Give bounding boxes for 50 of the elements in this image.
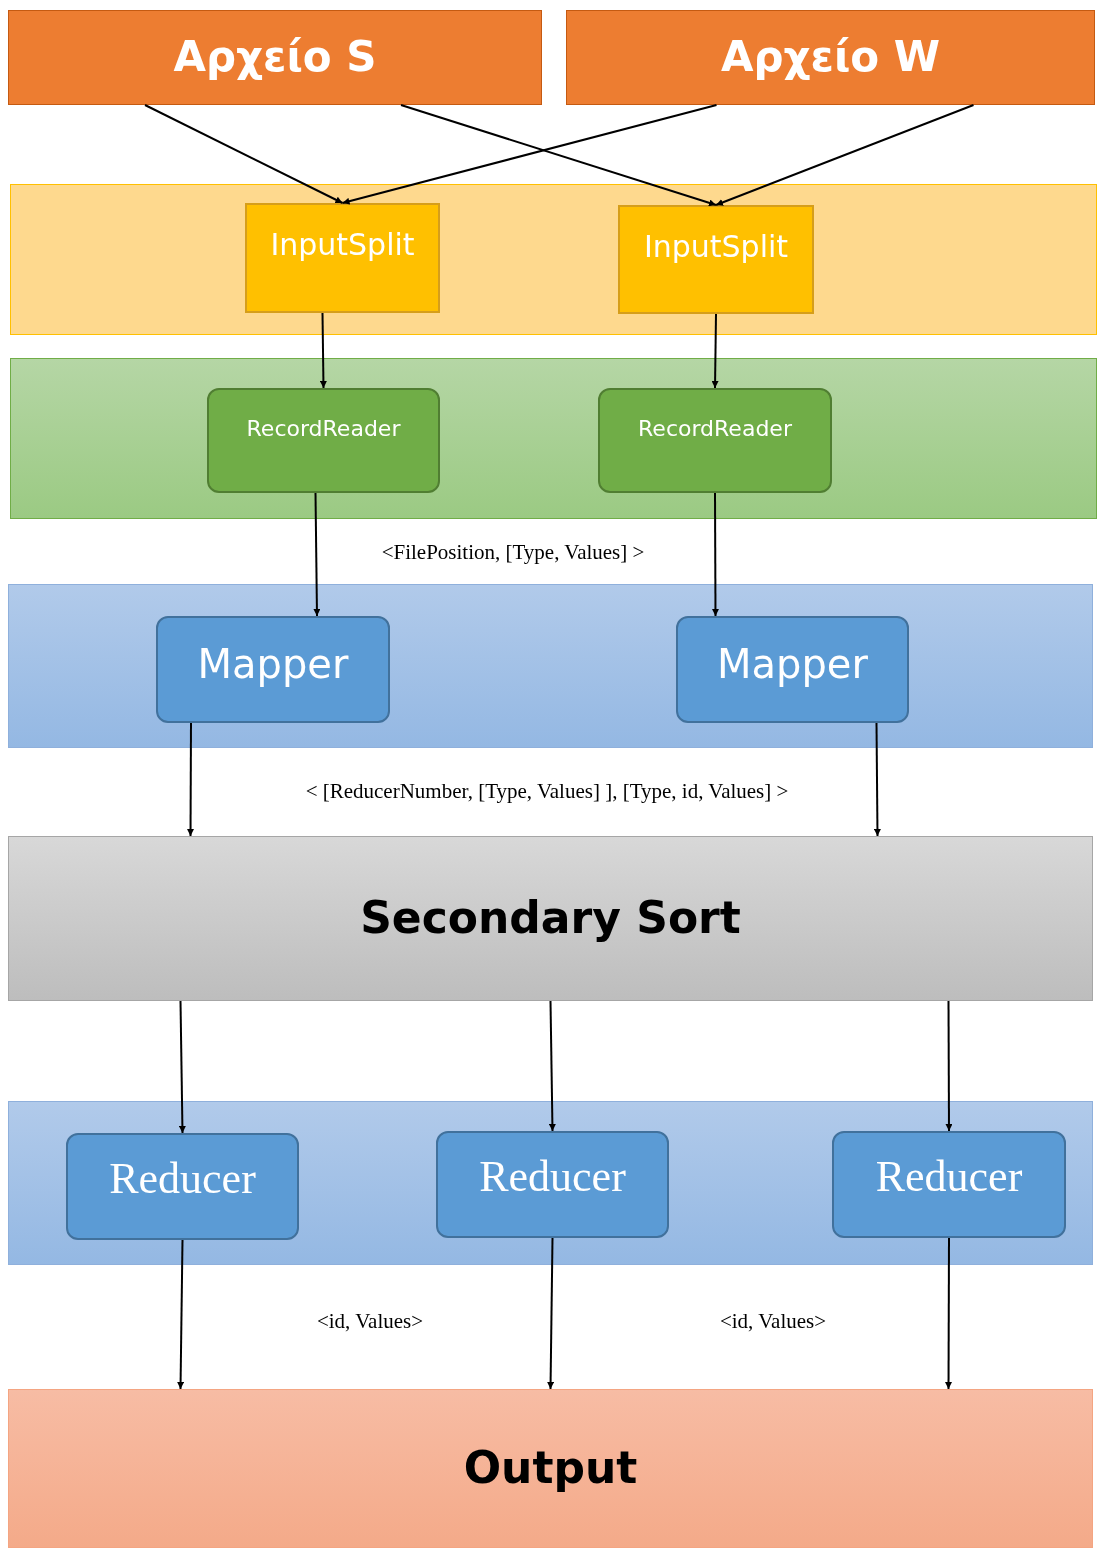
node-label: Mapper	[197, 640, 349, 688]
stage-band	[10, 184, 1097, 335]
arrow	[873, 722, 881, 837]
stage-band	[8, 1101, 1093, 1265]
node-label: Αρχείο W	[720, 32, 941, 83]
arrow	[177, 1239, 185, 1390]
process-box	[832, 1131, 1066, 1238]
process-box	[598, 388, 832, 493]
process-box	[436, 1131, 669, 1238]
node-label: RecordReader	[246, 416, 401, 443]
arrow	[400, 104, 717, 207]
data-format-label: <id, Values>	[719, 1309, 827, 1334]
process-band	[8, 836, 1093, 1001]
node-label: Secondary Sort	[360, 892, 741, 945]
node-label: Reducer	[479, 1151, 626, 1203]
arrow	[945, 1000, 953, 1132]
node-label: InputSplit	[270, 227, 415, 263]
process-box	[156, 616, 390, 723]
arrow	[319, 312, 327, 389]
arrow	[548, 1000, 556, 1132]
process-box	[66, 1133, 299, 1240]
process-box	[676, 616, 909, 723]
stage-band	[8, 584, 1093, 748]
arrow	[187, 722, 195, 837]
file-box	[566, 10, 1095, 105]
node-label: Output	[463, 1442, 638, 1495]
data-format-label: <id, Values>	[316, 1309, 424, 1334]
arrow	[945, 1237, 952, 1390]
arrow	[313, 492, 321, 617]
node-label: Αρχείο S	[173, 32, 377, 83]
process-box	[207, 388, 440, 493]
data-format-label: < [ReducerNumber, [Type, Values] ], [Type, id, Values] >	[305, 779, 789, 804]
process-box	[245, 203, 440, 313]
node-label: Mapper	[717, 640, 868, 688]
arrow	[715, 104, 975, 206]
arrow	[144, 104, 344, 204]
node-label: RecordReader	[638, 416, 792, 443]
process-box	[618, 205, 814, 314]
arrow	[341, 104, 718, 205]
node-label: Reducer	[875, 1151, 1023, 1203]
file-box	[8, 10, 542, 105]
arrow	[711, 313, 719, 389]
arrow	[547, 1237, 555, 1390]
node-label: Reducer	[109, 1153, 256, 1205]
stage-band	[10, 358, 1097, 519]
data-format-label: <FilePosition, [Type, Values] >	[381, 540, 645, 565]
arrow	[711, 492, 719, 617]
node-label: InputSplit	[643, 229, 789, 265]
output-band	[8, 1389, 1093, 1548]
arrow	[178, 1000, 186, 1134]
